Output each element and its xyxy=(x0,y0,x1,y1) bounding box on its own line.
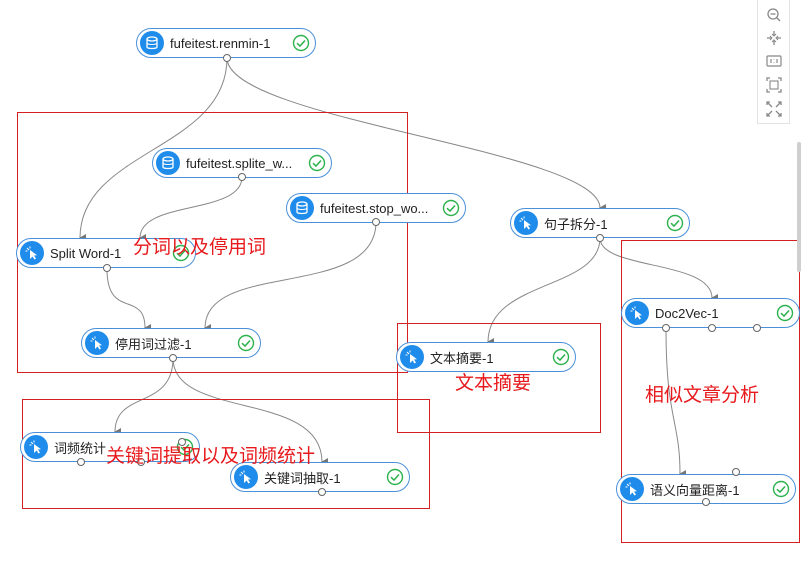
output-port[interactable] xyxy=(702,498,710,506)
database-icon xyxy=(290,196,314,220)
node-sentence-split[interactable]: 句子拆分-1 xyxy=(510,208,690,238)
fit-view-icon[interactable] xyxy=(765,29,783,47)
check-circle-icon xyxy=(776,304,794,322)
check-circle-icon xyxy=(308,154,326,172)
annotation-summary-label: 文本摘要 xyxy=(455,372,532,394)
annotation-segment-label: 分词以及停用词 xyxy=(133,236,267,258)
vertical-scrollbar[interactable] xyxy=(797,142,801,272)
output-port[interactable] xyxy=(178,438,186,446)
check-circle-icon xyxy=(552,348,570,366)
output-port[interactable] xyxy=(169,354,177,362)
node-word-frequency[interactable]: 词频统计 xyxy=(20,432,200,462)
check-circle-icon xyxy=(386,468,404,486)
node-label: 语义向量距离-1 xyxy=(650,482,740,498)
annotation-keyword-label: 关键词提取以及词频统计 xyxy=(106,445,316,467)
check-circle-icon xyxy=(442,199,460,217)
input-port[interactable] xyxy=(732,468,740,476)
output-port[interactable] xyxy=(77,458,85,466)
check-circle-icon xyxy=(666,214,684,232)
cursor-icon xyxy=(234,465,258,489)
node-doc2vec[interactable]: Doc2Vec-1 xyxy=(621,298,800,328)
node-keyword-extract[interactable]: 关键词抽取-1 xyxy=(230,462,410,492)
cursor-icon xyxy=(85,331,109,355)
output-port[interactable] xyxy=(708,324,716,332)
output-port[interactable] xyxy=(103,264,111,272)
output-port[interactable] xyxy=(137,458,145,466)
cursor-icon xyxy=(400,345,424,369)
output-port[interactable] xyxy=(662,324,670,332)
node-label: 文本摘要-1 xyxy=(430,350,494,366)
node-label: 关键词抽取-1 xyxy=(264,470,341,486)
annotation-box-segment xyxy=(17,112,408,373)
node-label: fufeitest.splite_w... xyxy=(186,155,293,171)
database-icon xyxy=(140,31,164,55)
node-label: 句子拆分-1 xyxy=(544,216,608,232)
node-text-summary[interactable]: 文本摘要-1 xyxy=(396,342,576,372)
cursor-icon xyxy=(24,435,48,459)
annotation-box-similarity xyxy=(621,240,800,543)
cursor-icon xyxy=(625,301,649,325)
output-port[interactable] xyxy=(372,218,380,226)
output-port[interactable] xyxy=(238,173,246,181)
cursor-icon xyxy=(620,477,644,501)
check-circle-icon xyxy=(237,334,255,352)
output-port[interactable] xyxy=(223,54,231,62)
check-circle-icon xyxy=(772,480,790,498)
node-label: fufeitest.stop_wo... xyxy=(320,200,429,216)
node-label: fufeitest.renmin-1 xyxy=(170,35,271,51)
output-port[interactable] xyxy=(753,324,761,332)
output-port[interactable] xyxy=(318,488,326,496)
cursor-icon xyxy=(20,241,44,265)
node-label: Doc2Vec-1 xyxy=(655,305,719,321)
fullscreen-icon[interactable] xyxy=(765,76,783,94)
zoom-out-icon[interactable] xyxy=(765,6,783,24)
output-port[interactable] xyxy=(596,234,604,242)
annotation-box-summary xyxy=(397,323,601,433)
database-icon xyxy=(156,151,180,175)
node-label: 停用词过滤-1 xyxy=(115,336,192,352)
node-split-word[interactable]: Split Word-1 xyxy=(16,238,196,268)
canvas-toolbar xyxy=(757,0,790,124)
check-circle-icon xyxy=(292,34,310,52)
node-renmin[interactable]: fufeitest.renmin-1 xyxy=(136,28,316,58)
cursor-icon xyxy=(514,211,538,235)
actual-size-icon[interactable] xyxy=(765,52,783,70)
check-circle-icon xyxy=(172,244,190,262)
annotation-similarity-label: 相似文章分析 xyxy=(645,384,760,406)
expand-icon[interactable] xyxy=(765,100,783,118)
node-stopword-filter[interactable]: 停用词过滤-1 xyxy=(81,328,261,358)
